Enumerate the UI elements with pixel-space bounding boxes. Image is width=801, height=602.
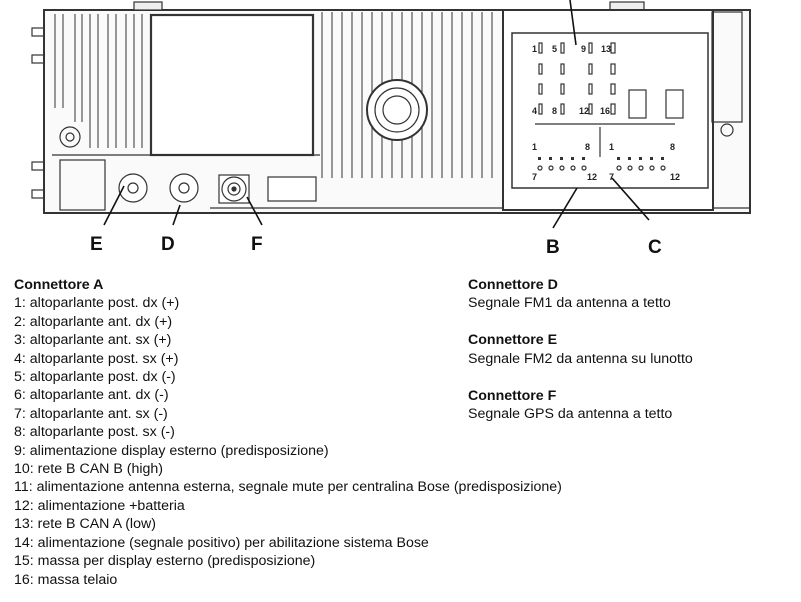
pin-item: 10: rete B CAN B (high) <box>14 461 164 478</box>
label-connector-e: E <box>90 234 103 255</box>
connector-d-desc: Segnale FM1 da antenna a tetto <box>468 295 671 312</box>
pin-item: 4: altoparlante post. sx (+) <box>14 350 179 367</box>
label-connector-c: C <box>648 237 662 258</box>
label-connector-b: B <box>546 237 560 258</box>
label-connector-f: F <box>251 234 263 255</box>
label-connector-d: D <box>161 234 175 255</box>
pin-label: 1 <box>532 142 537 152</box>
pin-item: 12: alimentazione +batteria <box>14 497 185 514</box>
pin-item: 3: altoparlante ant. sx (+) <box>14 332 172 349</box>
connector-e-title: Connettore E <box>468 332 558 349</box>
pin-item: 14: alimentazione (segnale positivo) per… <box>14 534 429 551</box>
pin-label: 1 <box>532 44 537 54</box>
connector-d-title: Connettore D <box>468 277 558 293</box>
pin-label: 7 <box>532 172 537 182</box>
pin-label: 16 <box>600 106 610 116</box>
pin-label: 7 <box>609 172 614 182</box>
pin-label: 5 <box>552 44 557 54</box>
pin-item: 7: altoparlante ant. sx (-) <box>14 405 168 422</box>
pin-label: 12 <box>587 172 597 182</box>
pin-item: 2: altoparlante ant. dx (+) <box>14 313 173 330</box>
connector-e-desc: Segnale FM2 da antenna su lunotto <box>468 350 693 367</box>
pin-label: 8 <box>585 142 590 152</box>
pin-item: 1: altoparlante post. dx (+) <box>14 295 180 312</box>
pin-label: 12 <box>670 172 680 182</box>
pin-item: 11: alimentazione antenna esterna, segna… <box>14 479 562 496</box>
pin-item: 6: altoparlante ant. dx (-) <box>14 387 169 404</box>
connectors-def-section: Connettore D Segnale FM1 da antenna a te… <box>468 276 693 424</box>
connector-f-desc: Segnale GPS da antenna a tetto <box>468 406 673 423</box>
pin-label: 8 <box>670 142 675 152</box>
pin-item: 5: altoparlante post. dx (-) <box>14 369 176 386</box>
pin-label: 4 <box>532 106 537 116</box>
pin-label: 12 <box>579 106 589 116</box>
connector-a-section: Connettore A 1: altoparlante post. dx (+… <box>14 276 562 589</box>
pin-item: 13: rete B CAN A (low) <box>14 516 156 533</box>
connector-f-title: Connettore F <box>468 387 557 404</box>
radio-rear-panel-diagram: E D F B C 1 5 9 13 4 8 12 16 1 8 7 12 1 … <box>31 0 751 258</box>
pin-label: 13 <box>601 44 611 54</box>
pin-label: 8 <box>552 106 557 116</box>
pin-item: 15: massa per display esterno (predispos… <box>14 553 316 570</box>
connector-a-title: Connettore A <box>14 277 104 293</box>
pin-item: 9: alimentazione display esterno (predis… <box>14 442 329 459</box>
pin-label: 1 <box>609 142 614 152</box>
pin-label: 9 <box>581 44 586 54</box>
pin-item: 16: massa telaio <box>14 571 118 588</box>
pin-item: 8: altoparlante post. sx (-) <box>14 424 175 441</box>
